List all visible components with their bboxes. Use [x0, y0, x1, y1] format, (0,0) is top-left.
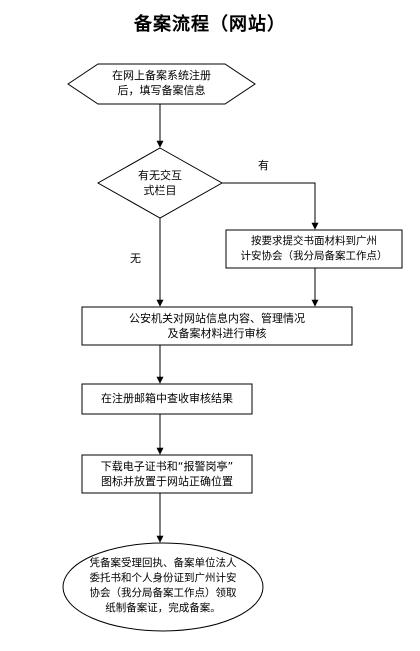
decision-line-2: 式栏目 — [143, 184, 177, 197]
end-line-4: 纸制备案证，完成备案。 — [105, 602, 221, 614]
end-line-1: 凭备案受理回执、备案单位法人 — [89, 557, 237, 569]
start-line-1: 在网上备案系统注册 — [112, 69, 211, 82]
edge-label-no: 无 — [130, 252, 141, 265]
decision-line-1: 有无交互 — [138, 169, 182, 182]
review-node-shape — [81, 306, 353, 346]
start-node-shape — [67, 63, 256, 105]
submit-node-text: 按要求提交书面材料到广州 计安协会（我分局备案工作点） — [226, 234, 402, 264]
end-node-shape — [62, 542, 264, 632]
download-node-text: 下载电子证书和“报警岗亭” 图标并放置于网站正确位置 — [82, 459, 252, 489]
check-node-text: 在注册邮箱中查收审核结果 — [82, 391, 252, 406]
download-line-2: 图标并放置于网站正确位置 — [101, 475, 233, 488]
submit-node-shape — [225, 229, 403, 269]
download-node-shape — [81, 454, 253, 494]
start-node-text: 在网上备案系统注册 后，填写备案信息 — [98, 68, 225, 98]
review-node-text: 公安机关对网站信息内容、管理情况 及备案材料进行审核 — [82, 311, 352, 341]
end-line-3: 协会（我分局备案工作点）领取 — [89, 587, 237, 599]
end-line-2: 委托书和个人身份证到广州计安 — [89, 572, 237, 584]
submit-line-2: 计安协会（我分局备案工作点） — [240, 250, 388, 262]
edge-decision-to-submit — [222, 182, 319, 230]
start-line-2: 后，填写备案信息 — [117, 84, 206, 97]
edge-label-yes: 有 — [258, 159, 269, 172]
submit-line-1: 按要求提交书面材料到广州 — [251, 235, 377, 247]
end-node-text: 凭备案受理回执、备案单位法人 委托书和个人身份证到广州计安 协会（我分局备案工作… — [73, 556, 253, 616]
check-line-1: 在注册邮箱中查收审核结果 — [101, 392, 233, 405]
review-line-1: 公安机关对网站信息内容、管理情况 — [129, 312, 305, 325]
page-title: 备案流程（网站） — [134, 14, 286, 35]
review-line-2: 及备案材料进行审核 — [167, 327, 267, 340]
download-line-1: 下载电子证书和“报警岗亭” — [100, 460, 234, 473]
check-node-shape — [81, 383, 253, 415]
decision-node-text: 有无交互 式栏目 — [115, 168, 205, 198]
